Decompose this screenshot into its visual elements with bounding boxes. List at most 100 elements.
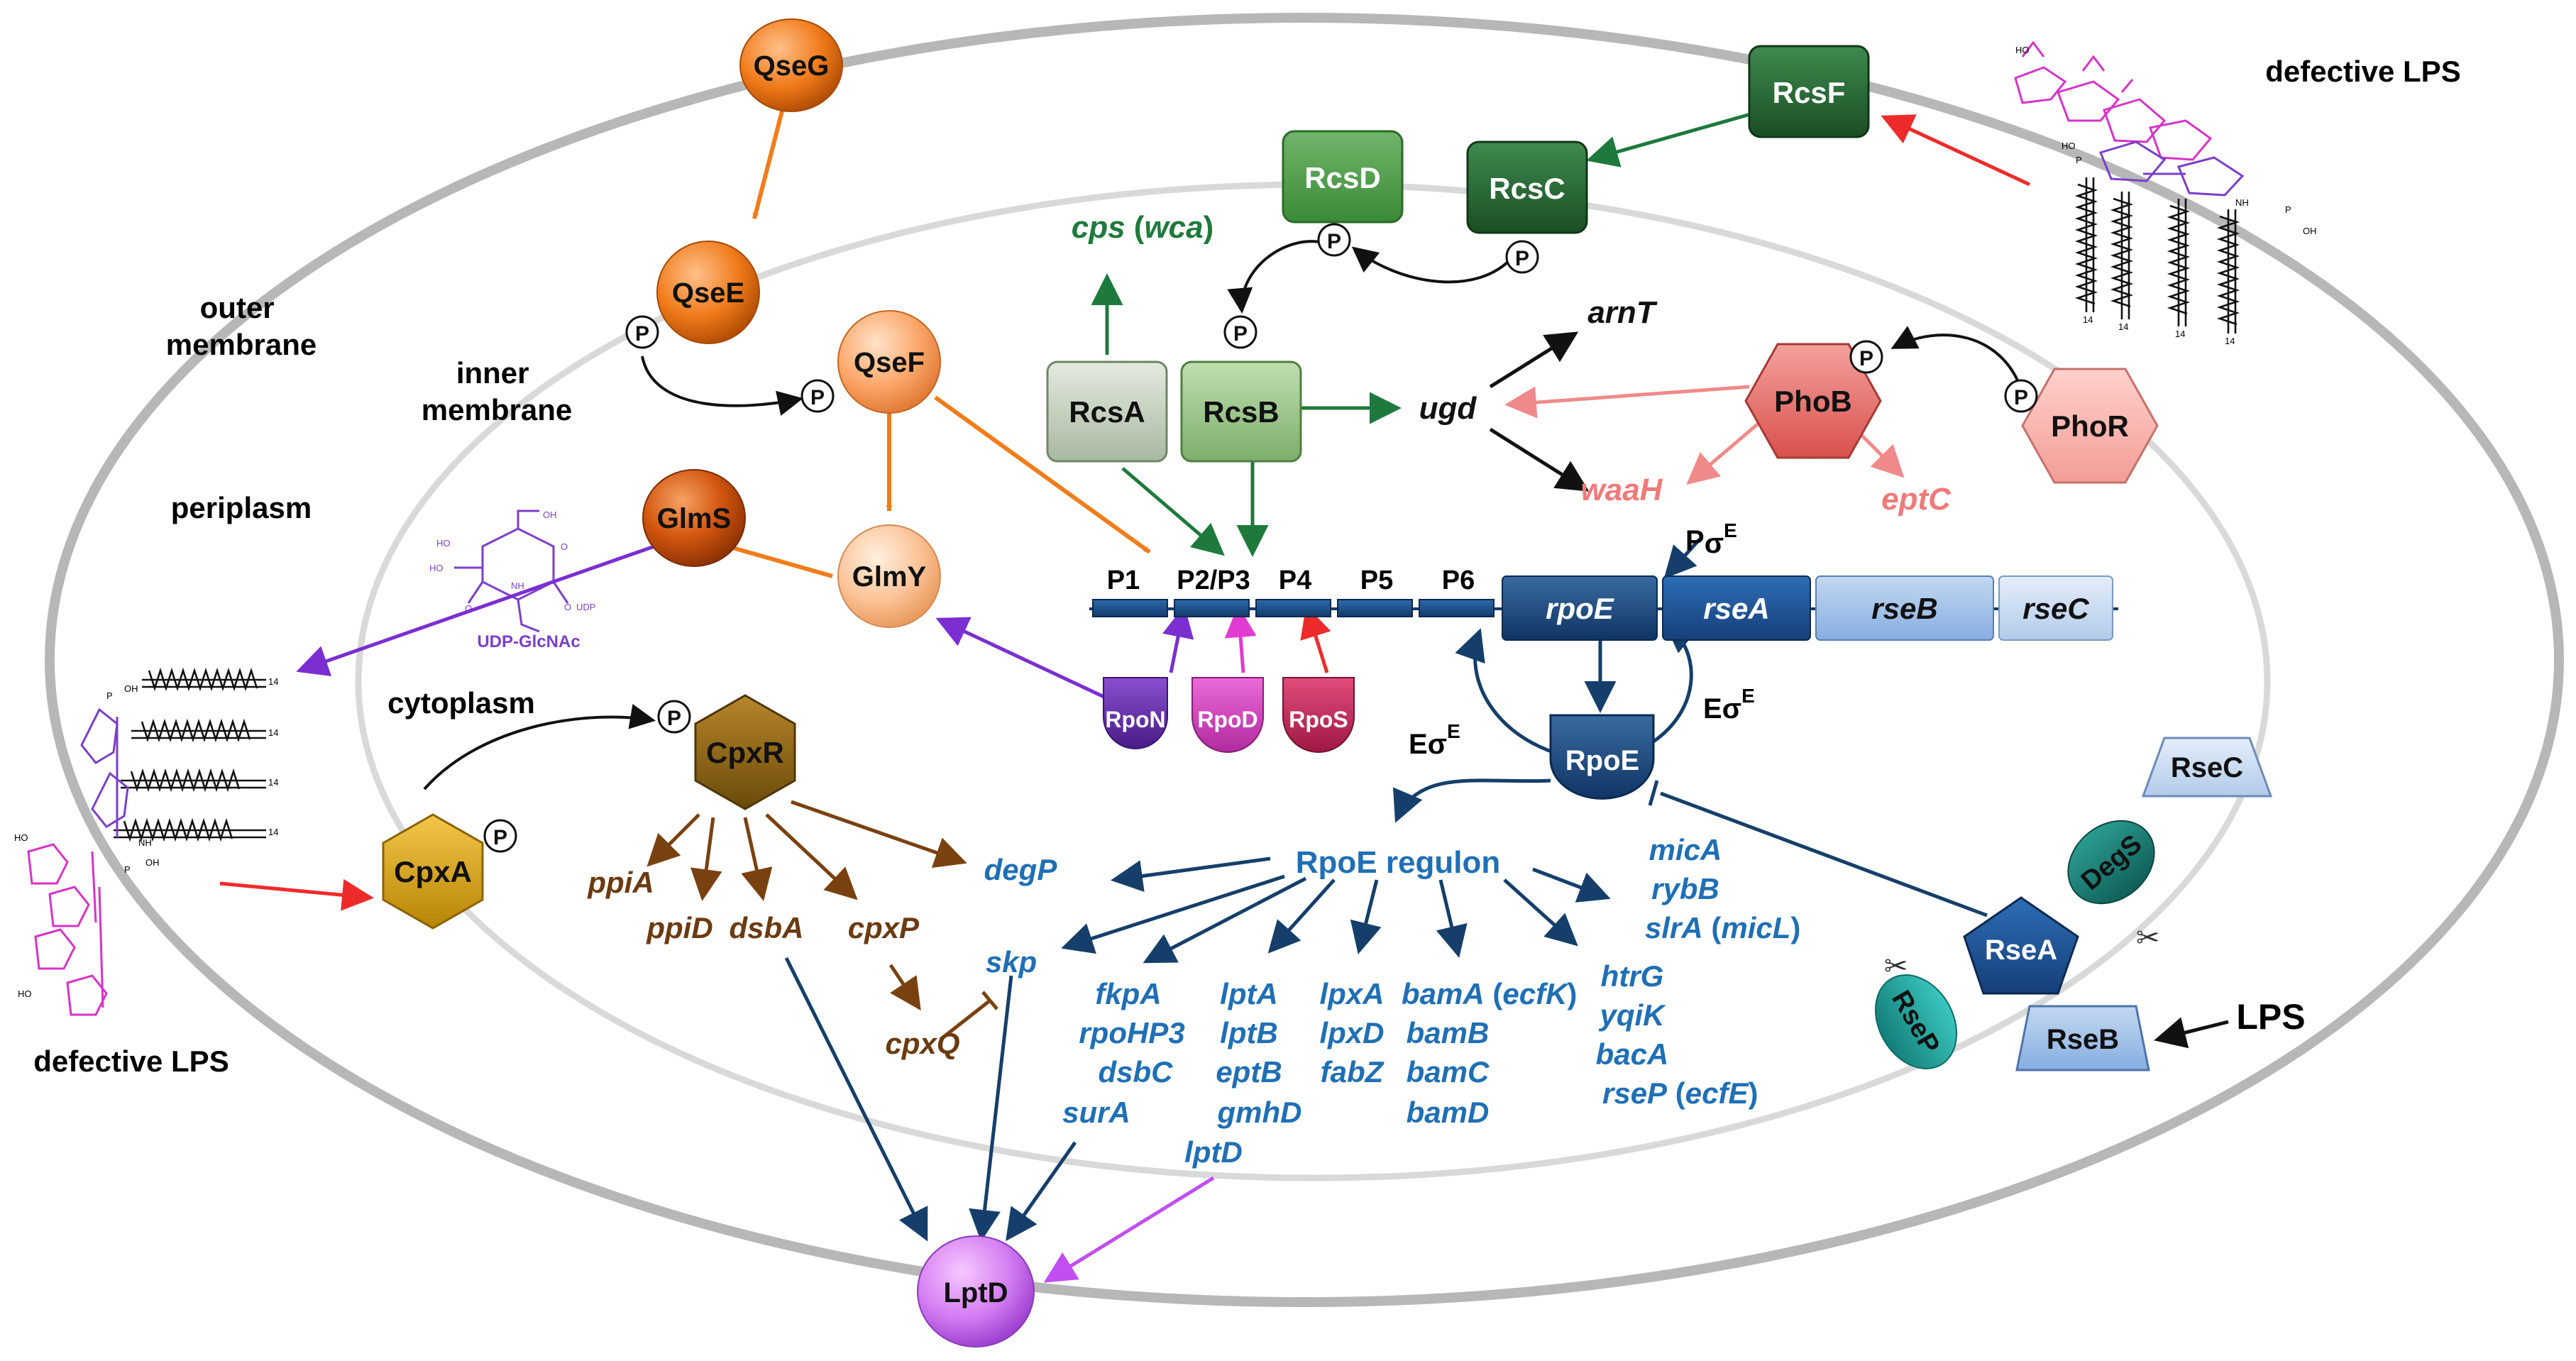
udp-ho-1: HO bbox=[436, 538, 451, 549]
svg-text:LptD: LptD bbox=[943, 1277, 1008, 1308]
svg-text:surA: surA bbox=[1062, 1096, 1130, 1129]
cpxq-label: cpxQ bbox=[885, 1027, 959, 1061]
rpon-node: RpoN bbox=[1103, 677, 1168, 749]
rpon-to-glmy-arrow bbox=[935, 617, 1110, 701]
svg-text:PhoR: PhoR bbox=[2051, 409, 2129, 443]
svg-text:fabZ: fabZ bbox=[1321, 1055, 1385, 1089]
rseb-gene-label: rseB bbox=[1871, 592, 1937, 625]
svg-text:lpxA: lpxA bbox=[1319, 977, 1384, 1010]
lps-bl-14-3: 14 bbox=[268, 777, 278, 788]
svg-text:lpxD: lpxD bbox=[1319, 1016, 1384, 1049]
svg-text:RcsF: RcsF bbox=[1773, 76, 1846, 109]
svg-text:GlmS: GlmS bbox=[657, 503, 731, 534]
defective-lps-top-label: defective LPS bbox=[2265, 55, 2460, 88]
udp-o-ring: O bbox=[561, 541, 568, 552]
esigma-e-label-right: EσE bbox=[1703, 685, 1755, 724]
inner-membrane-label: inner membrane bbox=[422, 356, 572, 426]
lps-label: LPS bbox=[2236, 997, 2305, 1037]
svg-text:CpxA: CpxA bbox=[394, 855, 472, 888]
lps-tr-oh-1: HO bbox=[2015, 45, 2030, 55]
skp-label: skp bbox=[986, 945, 1037, 979]
svg-text:dsbC: dsbC bbox=[1099, 1055, 1174, 1089]
svg-text:RpoE: RpoE bbox=[1565, 745, 1639, 776]
cpxa-to-cpxr-phospho-curve bbox=[423, 703, 656, 790]
svg-text:micA: micA bbox=[1649, 833, 1722, 866]
rpon-to-p2-arrow bbox=[1162, 605, 1194, 673]
rcsd-to-rcsb-phospho-curve bbox=[1227, 240, 1324, 314]
rcsd-node: RcsD bbox=[1282, 130, 1404, 224]
arnt-label: arnT bbox=[1587, 295, 1657, 330]
svg-text:rybB: rybB bbox=[1651, 872, 1719, 905]
rcsa-node: RcsA bbox=[1046, 360, 1168, 463]
svg-text:RcsC: RcsC bbox=[1489, 172, 1565, 205]
regulon-col4: bamA (ecfK) bamB bamC bamD bbox=[1402, 977, 1577, 1129]
phospho-labels: P P P P P P P P P bbox=[493, 230, 2028, 849]
rsec-gene-box bbox=[1998, 575, 2113, 641]
qseg-node: QseG bbox=[739, 18, 843, 112]
phospho-label-qsee: P bbox=[635, 322, 649, 346]
svg-text:CpxR: CpxR bbox=[706, 736, 784, 769]
lps-tr-nh: NH bbox=[2235, 197, 2249, 208]
dsba-label: dsbA bbox=[730, 911, 804, 944]
svg-text:RseA: RseA bbox=[1985, 935, 2057, 966]
rpos-to-p4-arrow bbox=[1300, 605, 1331, 673]
skp-to-lptd-arrow bbox=[969, 975, 1013, 1242]
rseb-gene-box bbox=[1815, 575, 1994, 641]
rpos-node: RpoS bbox=[1282, 677, 1355, 753]
defective-lps-bottom-left: OH OH P P NH HO HO 14 14 14 14 bbox=[14, 667, 278, 1016]
outer-membrane-label: outer membrane bbox=[166, 291, 317, 361]
phob-node: PhoB bbox=[1744, 343, 1882, 459]
svg-text:RpoD: RpoD bbox=[1197, 707, 1257, 732]
lptd-gene-to-lptd-arrow bbox=[1043, 1176, 1215, 1283]
glms-node: GlmS bbox=[642, 469, 746, 567]
lps-tr-14-3: 14 bbox=[2175, 329, 2185, 339]
rcsc-node: RcsC bbox=[1466, 140, 1588, 234]
rpoe-arrows bbox=[1393, 538, 1988, 918]
svg-text:rpoHP3: rpoHP3 bbox=[1079, 1016, 1184, 1049]
lps-bl-14-1: 14 bbox=[268, 676, 278, 687]
svg-text:eptB: eptB bbox=[1216, 1055, 1282, 1089]
cpxa-node: CpxA bbox=[382, 813, 484, 930]
phospho-label-rcsb: P bbox=[1233, 322, 1248, 346]
esigma-e-label-left: EσE bbox=[1409, 720, 1460, 760]
svg-text:PhoB: PhoB bbox=[1774, 385, 1852, 418]
lps-tr-14-1: 14 bbox=[2083, 314, 2093, 325]
defective-lps-to-rcsf-arrow bbox=[1881, 114, 2031, 187]
regulon-col3: lpxA lpxD fabZ bbox=[1319, 977, 1384, 1089]
lps-bl-ho-1: HO bbox=[14, 832, 28, 843]
regulon-col1: fkpA rpoHP3 dsbC surA bbox=[1062, 977, 1185, 1129]
rsec-gene-label: rseC bbox=[2022, 592, 2089, 625]
phospho-label-qsef: P bbox=[810, 386, 825, 409]
qse-arrows bbox=[720, 102, 1151, 578]
svg-text:RpoN: RpoN bbox=[1105, 707, 1165, 732]
ugd-label: ugd bbox=[1419, 391, 1477, 426]
udp-o-link: O bbox=[564, 602, 571, 612]
phospho-label-rcsc: P bbox=[1515, 247, 1529, 270]
degs-protein-node: DegS bbox=[2067, 820, 2155, 905]
waah-label: waaH bbox=[1581, 473, 1663, 507]
svg-text:rseP (ecfE): rseP (ecfE) bbox=[1602, 1076, 1758, 1110]
scissors-icon-degs: ✂ bbox=[2136, 922, 2160, 954]
rcs-arrows bbox=[1091, 111, 1754, 557]
udp-nh: NH bbox=[511, 580, 524, 591]
svg-text:bacA: bacA bbox=[1596, 1037, 1669, 1071]
svg-text:lptB: lptB bbox=[1220, 1016, 1278, 1049]
cps-wca-label: cps (wca) bbox=[1072, 210, 1214, 245]
qsee-to-qsef-phospho-curve bbox=[641, 356, 803, 417]
svg-text:GlmY: GlmY bbox=[852, 561, 927, 593]
udp-oh-top: OH bbox=[543, 509, 557, 520]
lps-bl-p-1: P bbox=[106, 690, 113, 701]
promoter-p6: P6 bbox=[1442, 566, 1475, 595]
cytoplasm-label: cytoplasm bbox=[387, 686, 535, 720]
defective-lps-bottom-label: defective LPS bbox=[33, 1045, 229, 1078]
svg-text:lptD: lptD bbox=[1184, 1135, 1243, 1169]
promoter-p2-p3: P2/P3 bbox=[1177, 566, 1250, 595]
rsea-protein-node: RseA bbox=[1963, 896, 2079, 995]
ppia-label: ppiA bbox=[587, 866, 654, 899]
phor-node: PhoR bbox=[2021, 368, 2159, 484]
udp-glcnac-label: UDP-GlcNAc bbox=[477, 632, 580, 651]
udp-glcnac-structure bbox=[454, 509, 569, 633]
rpoe-gene-label: rpoE bbox=[1546, 592, 1615, 625]
phor-to-phob-phospho-curve bbox=[1890, 326, 2022, 390]
